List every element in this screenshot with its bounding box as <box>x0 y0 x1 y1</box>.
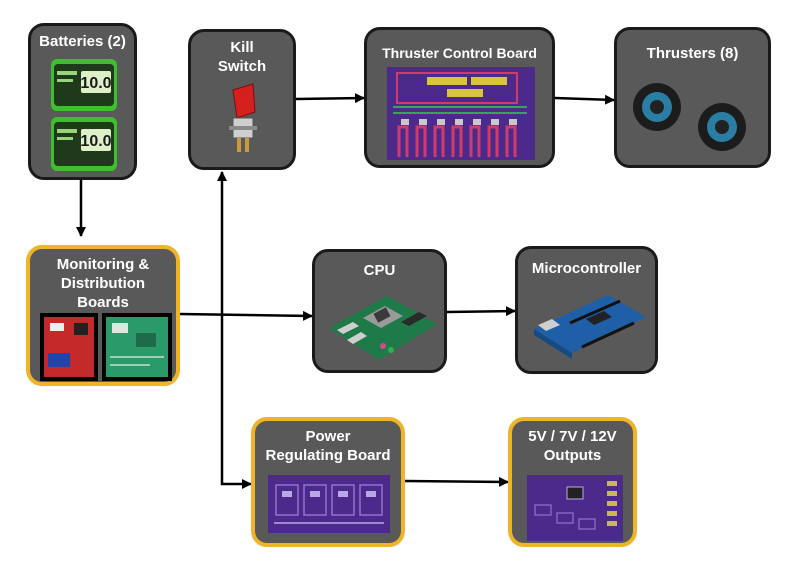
kill-switch-node: Kill Switch <box>188 29 296 170</box>
edge-monitoring-to-power-regulating <box>220 315 252 489</box>
thruster-control-pcb-image <box>387 67 535 160</box>
power-regulating-board-label: Power Regulating Board <box>265 428 391 464</box>
thrusters-image <box>633 83 746 151</box>
microcontroller-board-image <box>534 295 646 359</box>
power-regulating-pcb-image <box>268 475 390 533</box>
batteries-node: Batteries (2) 10.0 10.0 <box>28 23 137 180</box>
thrusters-node: Thrusters (8) <box>614 27 771 168</box>
thruster-control-board-node: Thruster Control Board <box>364 27 555 168</box>
kill-switch-label: Kill Switch <box>217 39 267 75</box>
cpu-node: CPU <box>312 249 447 373</box>
outputs-node: 5V / 7V / 12V Outputs <box>508 417 637 547</box>
outputs-pcb-image <box>527 475 623 541</box>
toggle-switch-image <box>229 83 257 152</box>
monitoring-distribution-boards-label: Monitoring & Distribution Boards <box>56 256 150 311</box>
edge-cpu-to-microcontroller <box>446 306 516 317</box>
battery-2-text: 10.0 <box>80 133 111 150</box>
cpu-label: CPU <box>363 262 396 279</box>
edge-kill-switch-to-thruster-control <box>295 93 365 104</box>
battery-1-text: 10.0 <box>80 75 111 92</box>
thruster-control-board-label: Thruster Control Board <box>382 45 537 61</box>
monitoring-boards-image <box>40 313 172 381</box>
microcontroller-label: Microcontroller <box>531 260 642 277</box>
battery-pack-image: 10.0 10.0 <box>51 59 117 171</box>
cpu-motherboard-image <box>329 296 437 360</box>
edge-power-regulating-to-outputs <box>404 476 509 487</box>
thrusters-label: Thrusters (8) <box>646 45 739 62</box>
monitoring-distribution-boards-node: Monitoring & Distribution Boards <box>26 245 180 386</box>
edge-monitoring-to-cpu <box>179 310 313 321</box>
edge-thruster-control-to-thrusters <box>554 94 615 105</box>
outputs-label: 5V / 7V / 12V Outputs <box>528 428 617 464</box>
microcontroller-node: Microcontroller <box>515 246 658 374</box>
power-regulating-board-node: Power Regulating Board <box>251 417 405 547</box>
batteries-label: Batteries (2) <box>39 33 126 50</box>
